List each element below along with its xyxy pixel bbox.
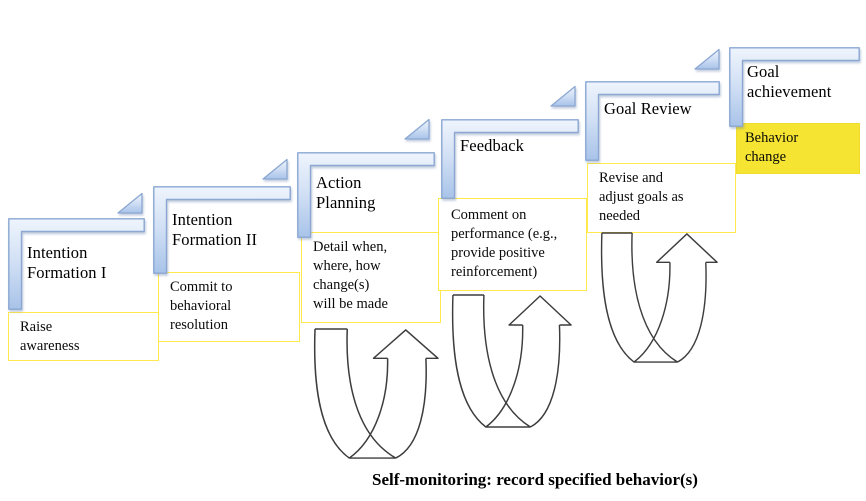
step-bracket-icon: [441, 119, 579, 199]
description-box-behavior-change: Behavior change: [736, 123, 860, 174]
step-title-intention-formation-2: Intention Formation II: [172, 210, 258, 249]
description-box-commit-resolution: Commit to behavioral resolution: [158, 272, 300, 342]
step-title-goal-achievement: Goal achievement: [747, 62, 832, 101]
step-bracket-icon: [153, 186, 291, 274]
caption-self-monitoring: Self-monitoring: record specified behavi…: [372, 470, 698, 489]
step-bracket-icon: [585, 81, 720, 161]
description-box-detail-changes: Detail when, where, how change(s) will b…: [301, 232, 441, 323]
description-box-comment-performance: Comment on performance (e.g., provide po…: [438, 198, 587, 291]
uturn-arrow-icon: [451, 294, 572, 428]
description-box-revise-goals: Revise and adjust goals as needed: [587, 163, 736, 233]
step-triangle-icon: [404, 118, 430, 140]
step-triangle-icon: [262, 158, 288, 180]
step-title-intention-formation-1: Intention Formation I: [27, 243, 107, 282]
step-title-action-planning: Action Planning: [316, 173, 376, 212]
step-bracket-icon: [729, 47, 860, 127]
step-title-feedback: Feedback: [460, 136, 525, 155]
step-triangle-icon: [117, 192, 143, 214]
step-title-goal-review: Goal Review: [604, 99, 692, 118]
step-triangle-icon: [550, 85, 576, 107]
description-text: Raise awareness: [20, 319, 80, 354]
description-text: Detail when, where, how change(s) will b…: [313, 239, 388, 312]
description-box-raise-awareness: Raise awareness: [8, 312, 159, 361]
uturn-arrow-icon: [600, 232, 718, 363]
uturn-arrow-icon: [313, 328, 439, 459]
description-text: Revise and adjust goals as needed: [599, 170, 684, 224]
description-text: Commit to behavioral resolution: [170, 279, 233, 333]
description-text: Behavior change: [745, 130, 799, 165]
step-bracket-icon: [8, 218, 145, 310]
description-text: Comment on performance (e.g., provide po…: [451, 207, 558, 280]
step-bracket-icon: [297, 152, 435, 238]
step-triangle-icon: [694, 48, 720, 70]
